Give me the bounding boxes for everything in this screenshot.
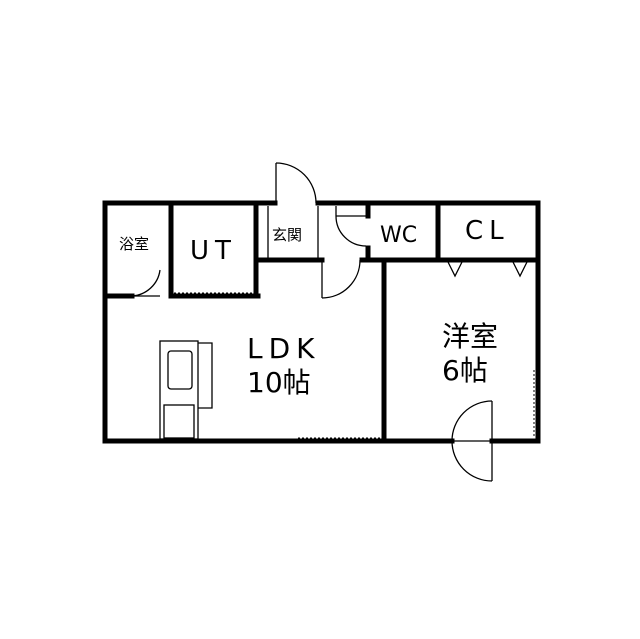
interior-walls [102,200,541,444]
room-label-entrance: 玄関 [272,226,303,244]
outer-walls [102,200,541,444]
room-label-western-size: 6帖 [442,354,488,387]
room-label-utility: UT [190,236,237,266]
doors [131,162,493,482]
room-label-western-name: 洋室 [442,320,499,353]
room-western: 洋室 6帖 [442,320,498,388]
room-ldk: LDK 10帖 [247,332,321,400]
kitchen-counter [159,340,213,440]
room-label-bath: 浴室 [119,235,150,253]
room-label-toilet: WC [380,223,418,248]
room-label-ldk-name: LDK [247,332,321,365]
closet-door-marks [447,261,528,278]
room-label-ldk-size: 10帖 [247,366,311,399]
partition-lines [174,206,535,439]
room-label-closet: CL [465,216,510,246]
